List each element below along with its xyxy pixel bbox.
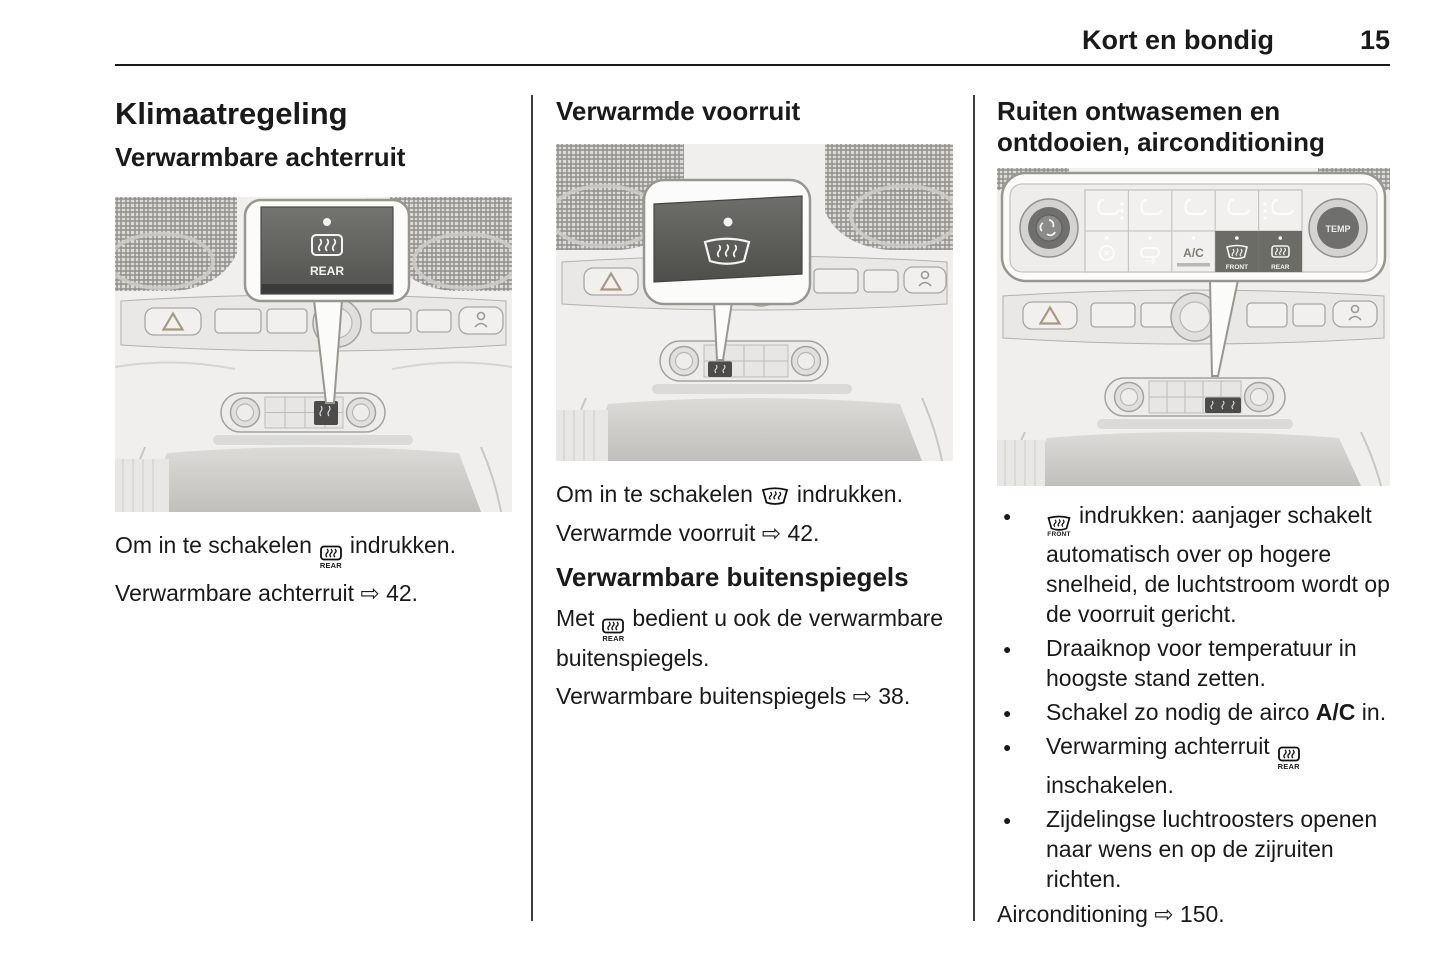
heading-verwarmbare-buitenspiegels: Verwarmbare buitenspiegels	[556, 562, 909, 592]
ac-button-underline	[1177, 263, 1210, 267]
hazard-triangle-icon	[1038, 305, 1062, 325]
button-led	[323, 218, 331, 226]
ac-button-reference: A/C	[1315, 698, 1356, 725]
page-number: 15	[1359, 25, 1390, 55]
bullet-temperature: Draaiknop voor temperatuur in hoogste st…	[997, 633, 1390, 693]
bullet-aircon: Schakel zo nodig de airco A/C in.	[997, 697, 1390, 728]
person-icon	[1350, 304, 1360, 314]
bullet-side-vents: Zijdelingse luchtroosters openen naar we…	[997, 804, 1390, 894]
rear-defrost-icon	[1271, 245, 1290, 258]
recirculation-icon	[1140, 247, 1160, 258]
reference-verwarmde-voorruit: Verwarmde voorruit ⇨ 42.	[556, 520, 820, 546]
person-icon	[920, 270, 930, 280]
person-icon	[476, 311, 486, 321]
highlighted-rear-heating-button	[314, 401, 338, 425]
highlighted-windscreen-button	[708, 361, 732, 377]
fan-icon	[1039, 219, 1056, 237]
windscreen-defrost-icon	[760, 485, 790, 510]
column-klimaatregeling: Klimaatregeling Verwarmbare achterruit	[115, 96, 512, 616]
assist-button	[1332, 300, 1378, 328]
rear-defrost-icon: REAR	[601, 618, 625, 643]
button-led	[723, 217, 733, 227]
rear-defrost-icon	[311, 234, 343, 256]
column-verwarmde-voorruit: Verwarmde voorruit	[556, 96, 953, 719]
rear-defrost-icon: REAR	[1277, 746, 1301, 771]
rear-button-label: REAR	[1271, 264, 1290, 271]
reference-airconditioning: Airconditioning ⇨ 150.	[997, 901, 1225, 927]
page-header: Kort en bondig 15	[115, 0, 1390, 66]
hazard-button	[1022, 301, 1078, 330]
reference-verwarmbare-achterruit: Verwarmbare achterruit ⇨ 42.	[115, 579, 419, 606]
assist-button	[903, 266, 947, 294]
hazard-triangle-icon	[161, 311, 185, 331]
hazard-button	[144, 307, 202, 336]
assist-button	[458, 306, 504, 335]
illustration-demisting-defrosting: TEMP A/C FRONT REAR	[997, 168, 1390, 486]
reference-verwarmbare-buitenspiegels: Verwarmbare buitenspiegels ⇨ 38.	[556, 682, 911, 709]
heading-ruiten-ontwasemen: Ruiten ontwasemen en ontdooien, aircondi…	[997, 96, 1325, 157]
hazard-triangle-icon	[599, 271, 623, 291]
speaker-grille-right	[825, 144, 953, 250]
speaker-grille-right	[390, 197, 512, 291]
hazard-button	[583, 267, 639, 296]
ac-button-label: A/C	[1183, 246, 1204, 260]
rear-defrost-icon: REAR	[319, 545, 343, 570]
section-title: Klimaatregeling	[115, 96, 348, 131]
center-console	[586, 398, 922, 461]
front-defrost-icon: FRONT	[1046, 514, 1072, 539]
illustration-heated-windscreen	[556, 144, 953, 461]
windscreen-defrost-icon	[1226, 244, 1248, 260]
page-header-title: Kort en bondig	[1081, 25, 1274, 55]
illustration-rear-window-heating: REAR	[115, 197, 512, 512]
rear-button-label: REAR	[310, 264, 344, 278]
center-console	[1025, 432, 1361, 486]
column-divider-1	[531, 95, 533, 921]
front-button-label: FRONT	[1226, 264, 1248, 271]
temp-knob-label: TEMP	[1325, 224, 1350, 234]
heading-verwarmde-voorruit: Verwarmde voorruit	[556, 96, 801, 126]
heading-verwarmbare-achterruit: Verwarmbare achterruit	[115, 142, 406, 172]
speaker-grille-left	[115, 197, 237, 291]
column-ruiten-ontwasemen: Ruiten ontwasemen en ontdooien, aircondi…	[997, 96, 1390, 937]
center-console	[145, 447, 481, 512]
column-divider-2	[973, 95, 975, 921]
auto-fan-icon	[1098, 245, 1115, 261]
windscreen-defrost-icon	[703, 237, 751, 265]
